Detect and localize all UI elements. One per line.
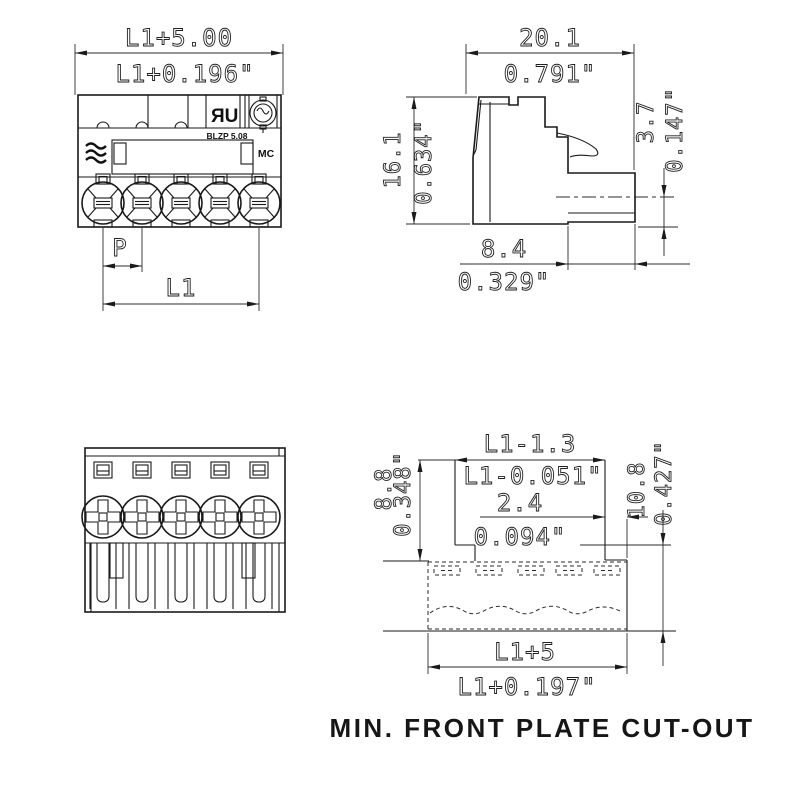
arrowhead: [411, 97, 417, 109]
dim-offset-in: 0.147": [663, 87, 688, 172]
arrowhead: [593, 514, 605, 520]
dim-height-mm: 16.1: [381, 132, 406, 189]
rear-view: [81, 447, 286, 613]
plug-channels: [89, 543, 273, 609]
arrowhead: [411, 212, 417, 224]
latch-tab: [109, 542, 124, 579]
dim-cutout-left-in: 0.348": [391, 451, 416, 536]
plug-channel: [89, 543, 117, 609]
dim-cutout-right-mm: 10.8: [625, 462, 650, 519]
cutout-view: L1-1.3 L1-0.051" 8.8 0.348" 2.4 0.094" 1…: [372, 430, 678, 702]
dim-cutout-left-mm: 8.8: [372, 468, 397, 511]
silhouette-clip: [517, 565, 545, 576]
side-profile-outline: [472, 96, 636, 225]
arrowhead: [661, 185, 667, 197]
dim-cutout-right-in: 0.427": [652, 440, 677, 525]
screw-terminal: [237, 173, 281, 228]
arrowhead: [627, 514, 639, 520]
dim-cutout-top-in: L1-0.051": [463, 462, 602, 490]
arrowhead: [466, 50, 478, 56]
arrowhead: [417, 549, 423, 561]
dim-height-in: 0.634": [412, 119, 437, 204]
dim-depth-in: 0.791": [504, 60, 597, 88]
silhouette-clip: [475, 565, 503, 576]
dim-offset-mm: 3.7: [634, 101, 659, 144]
funnel-arc: [174, 121, 188, 129]
latch-tab: [113, 142, 127, 165]
arrowhead: [660, 631, 666, 643]
dim-depth-mm: 20.1: [519, 24, 581, 52]
arrowhead: [660, 533, 666, 545]
dim-length: L1: [166, 274, 197, 302]
plug-channel: [206, 543, 234, 609]
arrowhead: [593, 457, 605, 463]
side-view: 20.1 0.791" 16.1 0.634" 3.7 0.147" 8.4: [381, 24, 690, 296]
dim-protrusion-in: 0.329": [458, 268, 551, 296]
screw-terminal: [237, 461, 281, 539]
arrowhead: [622, 50, 634, 56]
arrowhead: [635, 261, 647, 267]
rear-body-outline: [84, 447, 286, 613]
connector-silhouette-dashed: [427, 561, 627, 630]
cavity-marking: MC: [258, 148, 275, 160]
weidmueller-logo: [85, 142, 107, 164]
arrowhead: [103, 263, 115, 269]
screw-terminal: [81, 173, 125, 228]
funnel-arc: [135, 121, 149, 129]
type-marking: BLZP 5.08: [207, 131, 248, 141]
clamp-edge: [475, 99, 482, 151]
plug-channel: [167, 543, 195, 609]
arrowhead: [130, 263, 142, 269]
arrowhead: [455, 457, 467, 463]
dim-cutout-top-mm: L1-1.3: [484, 430, 577, 458]
screw-terminal: [159, 173, 203, 228]
front-view: L1+5.00 L1+0.196" ЯU: [74, 24, 284, 311]
arrowhead: [428, 664, 440, 670]
dim-cutout-bottom-in: L1+0.197": [457, 673, 596, 701]
dim-cutout-step-in: 0.094": [474, 523, 567, 551]
plug-channel: [245, 543, 273, 609]
dim-overall-width-in: L1+0.196": [115, 60, 254, 88]
latch-lever: [556, 132, 599, 158]
csa-logo: [249, 96, 277, 133]
ul-recognized-logo: ЯU: [211, 106, 238, 127]
screw-terminal: [159, 461, 203, 539]
silhouette-clip: [593, 565, 621, 576]
arrowhead: [103, 301, 115, 307]
arrowhead: [271, 50, 283, 56]
clamp-edge: [472, 149, 477, 157]
latch-tab: [240, 142, 254, 165]
dim-overall-width-mm: L1+5.00: [125, 24, 233, 52]
silhouette-clip: [433, 565, 461, 576]
dim-pitch: P: [112, 234, 127, 262]
screw-row: [81, 173, 281, 228]
recess-outline: [111, 139, 254, 175]
screw-terminal: [198, 461, 242, 539]
silhouette-clip: [555, 565, 583, 576]
funnel-arc: [96, 121, 110, 129]
dim-cutout-bottom-mm: L1+5: [494, 638, 556, 666]
arrowhead: [556, 261, 568, 267]
dim-protrusion-mm: 8.4: [481, 235, 527, 263]
screw-terminal: [120, 461, 164, 539]
dim-cutout-step-mm: 2.4: [497, 489, 543, 517]
arrowhead: [417, 460, 423, 472]
screw-terminal: [120, 173, 164, 228]
arrowhead: [247, 301, 259, 307]
arrowhead: [661, 227, 667, 239]
plug-channel: [128, 543, 156, 609]
arrowhead: [75, 50, 87, 56]
arrowhead: [615, 664, 627, 670]
screw-row: [81, 461, 281, 539]
screw-terminal: [81, 461, 125, 539]
drawing-caption: MIN. FRONT PLATE CUT-OUT: [330, 713, 755, 743]
screw-terminal: [198, 173, 242, 228]
latch-tab: [241, 542, 256, 579]
